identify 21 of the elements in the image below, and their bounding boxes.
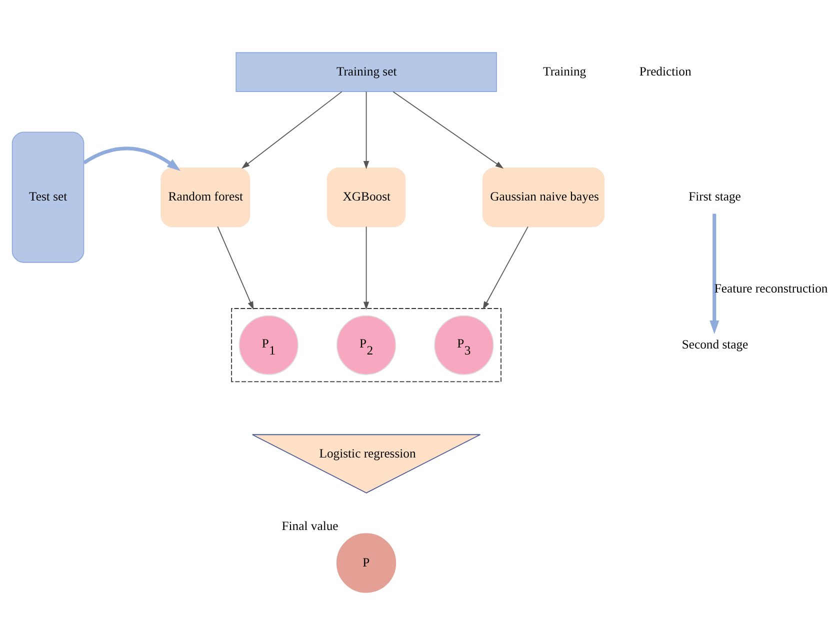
- label: Training: [543, 64, 586, 78]
- node-circle: P: [336, 532, 396, 592]
- node-box: Training set: [236, 52, 497, 92]
- node-box: Test set: [12, 131, 84, 262]
- node-box: XGBoost: [326, 166, 406, 227]
- arrow: [363, 226, 370, 310]
- cluster: [231, 308, 502, 382]
- node-box: Random forest: [160, 166, 250, 227]
- arrow: [482, 226, 528, 310]
- edge-label: Feature reconstruction: [714, 280, 828, 295]
- label: Prediction: [639, 64, 692, 78]
- arrow: [217, 226, 254, 310]
- arrow: [242, 90, 342, 168]
- arrow: [363, 90, 370, 169]
- node-text: Second stage: [682, 336, 748, 351]
- node-text: First stage: [688, 189, 741, 204]
- node-label: Final value: [282, 518, 338, 533]
- node-box: Gaussian naive bayes: [482, 166, 605, 227]
- arrow: [83, 146, 181, 171]
- arrow: [392, 90, 504, 168]
- arrow: [710, 213, 720, 334]
